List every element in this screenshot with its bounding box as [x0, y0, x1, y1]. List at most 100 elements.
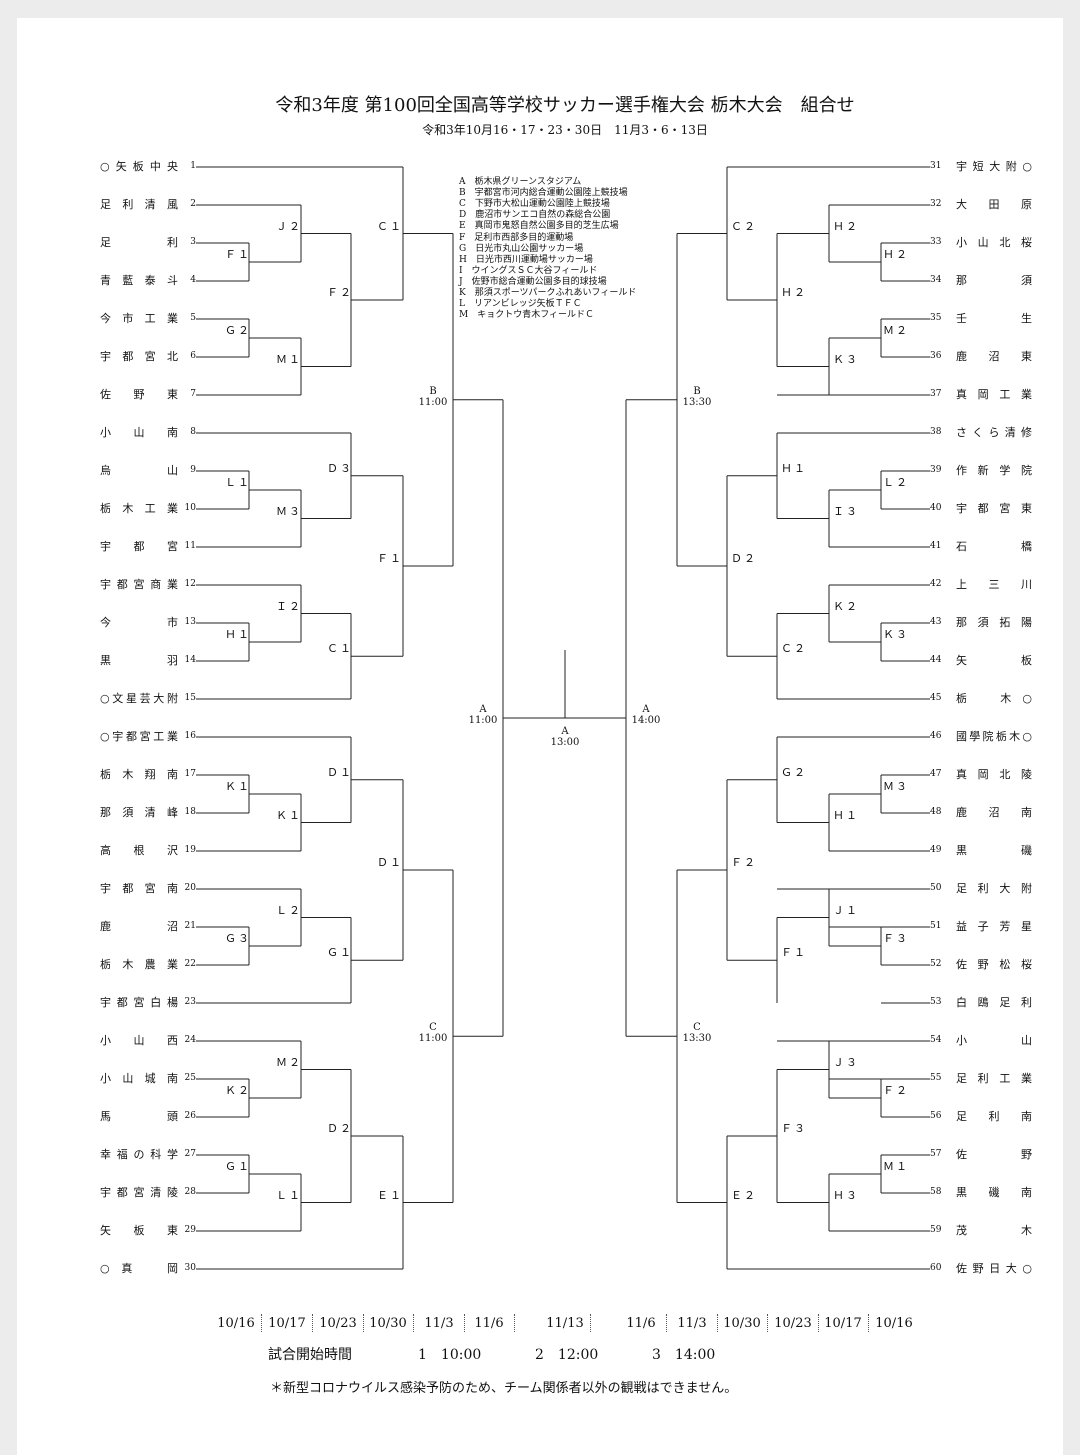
team-number-left: 11	[184, 541, 196, 551]
match-label-right: Ｆ２	[883, 1084, 909, 1097]
schedule-date: 11/3	[424, 1316, 454, 1331]
match-label-right: Ｈ２	[883, 248, 909, 261]
match-label-left: Ｌ２	[276, 903, 302, 917]
team-number-left: 20	[184, 883, 196, 893]
team-number-right: 54	[930, 1035, 942, 1045]
match-label-right: Ｍ１	[883, 1160, 909, 1173]
schedule-date: 10/30	[723, 1316, 761, 1331]
team-number-left: 12	[184, 579, 196, 589]
team-name-left: 馬 頭	[100, 1110, 178, 1123]
team-number-right: 32	[930, 199, 942, 209]
match-time: 11:00	[418, 1033, 448, 1045]
match-label-left: Ｃ１	[377, 219, 403, 233]
match-label-right: Ｈ２	[781, 286, 807, 299]
team-name-left: ○真 岡	[100, 1262, 178, 1275]
team-number-left: 2	[190, 199, 196, 209]
match-label-left: Ｊ２	[276, 219, 302, 233]
team-number-left: 19	[184, 845, 196, 855]
team-number-right: 55	[930, 1073, 942, 1083]
team-number-right: 45	[930, 693, 942, 703]
venue-item: D 鹿沼市サンエコ自然の森総合公園	[459, 210, 611, 221]
team-name-right: 益子芳星	[956, 920, 1032, 933]
venue-item: H 日光市西川運動場サッカー場	[459, 254, 593, 265]
match-label-left: Ｄ３	[327, 461, 353, 475]
team-number-left: 27	[184, 1149, 196, 1159]
match-label-right: Ｊ１	[833, 903, 859, 917]
team-number-left: 5	[190, 313, 196, 323]
match-label-right: Ｆ３	[883, 932, 909, 945]
team-number-right: 44	[930, 655, 942, 665]
schedule-separator	[666, 1314, 667, 1332]
venue-item: K 那須スポーツパークふれあいフィールド	[459, 288, 637, 298]
match-venue: A	[561, 726, 569, 737]
match-label-right: Ｃ２	[731, 219, 757, 233]
team-name-left: ○矢板中央	[100, 160, 178, 173]
team-name-left: 栃木翔南	[100, 768, 178, 781]
venue-item: E 真岡市鬼怒自然公園多目的芝生広場	[459, 221, 619, 232]
team-number-right: 52	[930, 959, 942, 969]
team-number-right: 39	[930, 465, 942, 475]
match-label-right: Ｊ３	[833, 1055, 859, 1069]
team-name-left: 佐野東	[100, 388, 178, 401]
team-number-left: 16	[184, 731, 196, 741]
team-name-right: さくら清修	[956, 426, 1032, 439]
team-number-left: 6	[190, 351, 196, 361]
team-name-left: 宇都宮清陵	[100, 1186, 178, 1199]
schedule-date: 11/6	[474, 1316, 504, 1331]
venue-item: G 日光市丸山公園サッカー場	[459, 243, 584, 254]
schedule-date: 11/13	[546, 1316, 584, 1331]
kickoff-slot-3: 3 14:00	[652, 1347, 716, 1363]
match-label-left: Ｆ１	[225, 248, 251, 261]
match-label-left: Ｇ３	[225, 932, 251, 945]
team-name-right: 佐野日大○	[956, 1262, 1032, 1275]
team-number-right: 48	[930, 807, 942, 817]
match-label-right: Ｍ３	[883, 780, 909, 793]
team-number-left: 1	[190, 161, 196, 171]
team-name-right: 小 山	[956, 1034, 1032, 1047]
team-name-left: 宇都宮商業	[100, 578, 178, 591]
match-label-right: Ｆ３	[781, 1122, 807, 1135]
team-number-right: 57	[930, 1149, 942, 1159]
match-label-left: Ｌ１	[276, 1188, 302, 1202]
venue-item: A 栃木県グリーンスタジアム	[459, 177, 582, 187]
venue-item: C 下野市大松山運動公園陸上競技場	[459, 199, 610, 210]
match-label-right: Ｋ２	[833, 599, 859, 613]
match-label-right: Ｈ３	[833, 1188, 859, 1202]
team-name-right: 黒磯南	[956, 1186, 1032, 1199]
match-venue: A	[642, 704, 650, 715]
team-name-left: ○宇都宮工業	[100, 730, 178, 743]
match-label-left: Ｇ１	[225, 1160, 251, 1173]
schedule-separator	[868, 1314, 869, 1332]
team-number-left: 26	[184, 1111, 196, 1121]
team-name-right: 鹿沼東	[956, 350, 1032, 363]
match-label-right: Ｆ１	[781, 946, 807, 960]
venue-item: I ウイングスＳＣ大谷フィールド	[459, 265, 598, 276]
team-name-right: 栃 木○	[956, 692, 1032, 705]
match-label-left: Ｋ２	[225, 1084, 251, 1097]
match-time: 13:00	[550, 737, 580, 748]
team-name-right: 鹿沼南	[956, 806, 1032, 819]
kickoff-label: 試合開始時間	[268, 1347, 352, 1363]
schedule-separator	[590, 1314, 591, 1332]
team-number-left: 30	[184, 1263, 196, 1273]
team-name-left: 高根沢	[100, 844, 178, 857]
team-number-right: 51	[930, 921, 942, 931]
team-number-left: 24	[184, 1035, 196, 1045]
kickoff-slot-2: 2 12:00	[535, 1347, 599, 1363]
team-number-right: 46	[930, 731, 942, 741]
schedule-date: 10/30	[369, 1316, 407, 1331]
schedule-date: 11/3	[677, 1316, 707, 1331]
match-venue: B	[429, 385, 437, 397]
match-label-left: Ｄ１	[377, 856, 403, 869]
match-label-right: Ｉ３	[833, 504, 859, 518]
team-name-right: 真岡工業	[956, 388, 1032, 401]
team-number-right: 59	[930, 1225, 942, 1235]
match-label-right: Ｃ２	[781, 642, 807, 656]
team-name-right: 真岡北陵	[956, 768, 1032, 781]
venue-item: L リアンビレッジ矢板ＴＦＣ	[459, 299, 582, 310]
schedule-separator	[363, 1314, 364, 1332]
team-number-right: 35	[930, 313, 942, 323]
venue-item: F 足利市西部多目的運動場	[459, 232, 574, 243]
